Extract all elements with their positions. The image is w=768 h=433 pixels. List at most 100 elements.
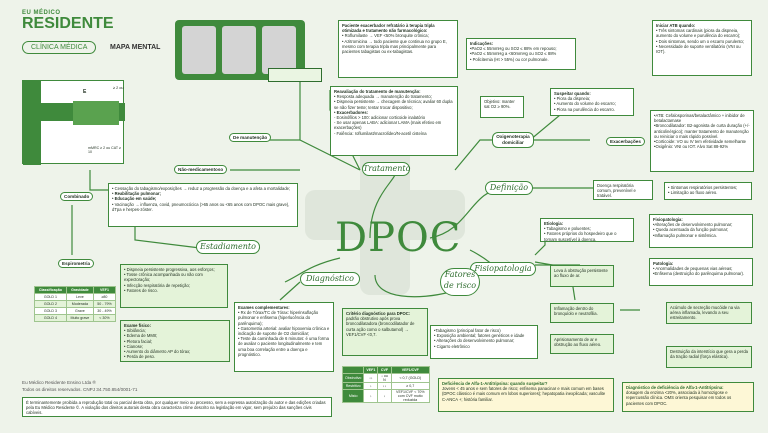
patologia-title: Patologia:: [653, 261, 674, 266]
exame-item: • Pletora facial;: [124, 338, 152, 344]
indicacoes-item: •PaO2 ≤ 55mmHg a <60mmHg ou SO2 ≤ 88%: [470, 51, 557, 57]
gold-header: VEF1: [92, 286, 117, 294]
indicacoes-item: • Policitemia (Ht > 55%) ou cor pulmonal…: [470, 56, 549, 62]
definicao-items-box: • Sintomas respiratórios persistentes; •…: [664, 182, 752, 200]
inhaler-slot-2: [222, 26, 256, 74]
footer-line1: Eu Médico Residente Ensino Ltda ®: [22, 380, 96, 385]
label-exacerb: Exacerbações: [606, 137, 645, 146]
reavaliacao-item: • Dispneia persistente → checagem de téc…: [334, 99, 453, 110]
vef-row: Restritivo↓↓↓≥ 0,7: [341, 382, 431, 390]
definicao-main-box: Doença respiratória comum, prevenível e …: [593, 180, 653, 200]
reavaliacao-item: - Falência: roflumilast/macrolídeo/N-ace…: [334, 130, 427, 136]
suspeitar-item: • Piora na purulência do escarro.: [554, 106, 615, 112]
grid-note: ≥ 2 ou: [113, 86, 124, 90]
exame-item: • Perda de peso.: [124, 354, 156, 360]
nao-med-item: • Educação em saúde;: [112, 196, 157, 202]
sintomas-item: • Fatores de risco.: [124, 287, 158, 293]
vef-header: VEF1/CVF: [390, 366, 431, 374]
estadiamento-grid: E: [22, 80, 125, 165]
alfa1-text: Jovens < 45 anos e sem fatores de risco;…: [442, 386, 606, 402]
label-espirometria: Espirometria: [58, 259, 95, 268]
gold-cell: 50 - 79%: [92, 300, 117, 308]
mech-box-1: Leva à obstrução persistente ao fluxo de…: [550, 265, 614, 287]
alfa1-box: Deficiência de Alfa-1-Antitripsina: quan…: [438, 378, 614, 412]
fisiopatologia-box: Fisiopatologia: •Alterações de desenvolv…: [649, 214, 753, 248]
complementares-item: • Teste da caminhada de 6 minutos: é uma…: [238, 336, 330, 357]
vef-cell: ↓: [363, 389, 379, 403]
inhaler-slot-3: [262, 26, 296, 74]
exame-fisico-box: Exame físico: • Sibilância; • Edema de M…: [120, 320, 230, 362]
footer-disclaimer: É terminantemente proibida a reprodução …: [22, 397, 332, 417]
label-oxigeno: Oxigenoterapia domiciliar: [492, 132, 534, 148]
etiologia-title: Etiologia:: [544, 221, 564, 226]
vef-cell: Obstrutivo: [341, 373, 365, 383]
complementares-item: • Rx de Tórax/TC de Tórax: hiperinsuflaç…: [238, 310, 319, 326]
vef-header: [341, 366, 365, 374]
vef-header: VEF1: [363, 366, 379, 374]
suspeitar-item: • Piora da dispneia;: [554, 96, 591, 102]
exame-item: • Sibilância;: [124, 328, 146, 334]
exame-item: • Cianose;: [124, 343, 144, 349]
center-title: DPOC: [335, 215, 462, 261]
gold-header-row: Classificação Gravidade VEF1: [34, 286, 117, 294]
criterio-text: padrão obstrutivo após prova broncodilat…: [346, 316, 415, 337]
vef-cell: ↓: [377, 389, 392, 403]
definicao-item: • Sintomas respiratórios persistentes;: [668, 185, 738, 190]
gold-cell: GOLD 3: [34, 307, 67, 315]
vef-header-row: VEF1 CVF VEF1/CVF: [341, 366, 431, 374]
node-fisiopatologia: Fisiopatologia: [470, 262, 536, 276]
complementares-item: • Gasometria arterial: avaliar hipoxemia…: [238, 325, 330, 337]
node-estadiamento: Estadiamento: [196, 240, 260, 254]
brand-top: EU MÉDICO: [22, 10, 61, 16]
node-fatores: Fatores de risco: [440, 268, 480, 296]
gold-cell: GOLD 4: [34, 314, 67, 322]
vef-header: CVF: [377, 366, 392, 374]
label-manutencao: De manutenção: [229, 133, 272, 142]
fatores-box: •Tabagismo (principal fator de risco) • …: [430, 325, 538, 359]
reavaliacao-item: • Resposta adequada → manutenção do trat…: [334, 94, 432, 100]
footer-line2: Todos os direitos reservados. CNPJ 34.75…: [22, 387, 138, 392]
sintomas-box: • Dispneia persistente progressiva, aos …: [120, 264, 228, 308]
reavaliacao-box: Reavaliação do tratamento de manutenção:…: [330, 86, 458, 156]
mech-box-4: Aprisionamento de ar e obstrução ao flux…: [550, 334, 614, 354]
exacerbador-item: • Roflumilaste → VEF <50% bronquite crôn…: [342, 33, 429, 39]
vef-cell: ↓ ou N: [377, 373, 392, 383]
vef-cell: < 0,7 (GOLD): [390, 373, 431, 383]
vef-row: Misto↓↓VEF1/CVF < 70% com CVF muito redu…: [341, 389, 431, 403]
fatores-item: • Alterações do desenvolvimento pulmonar…: [434, 338, 515, 344]
vef-cell: ↓↓: [377, 382, 392, 390]
atb-item: • Três sintomas cardinais (piora da disp…: [656, 28, 741, 39]
fatores-item: •Tabagismo (principal fator de risco): [434, 328, 501, 333]
node-diagnostico: Diagnóstico: [300, 272, 360, 286]
indicacoes-title: Indicações:: [470, 41, 494, 46]
alfa1dx-title: Diagnóstico de deficiência de Alfa-1-Ant…: [626, 385, 724, 390]
fatores-item: • Cigarro eletrônico: [434, 343, 470, 349]
exame-title: Exame físico:: [124, 323, 151, 328]
node-tratamento: Tratamento: [362, 162, 410, 176]
grid-mmrc: mMRC ≥ 2 ou CAT ≥ 10: [88, 146, 121, 154]
tratamento-exac-item: •ATB: Cefalosporinas/betalactâmico + ini…: [654, 113, 745, 124]
nao-med-box: • Cessação do tabagismo/exposições → red…: [108, 183, 298, 227]
exacerbador-box: Paciente exacerbador refratário à terapi…: [338, 20, 458, 78]
reavaliacao-item: - Eosinófilos > 100: adicionar corticoid…: [334, 115, 426, 121]
indicacoes-box: Indicações: •PaO2 ≤ 55mmHg ou SO2 ≤ 88% …: [466, 38, 576, 70]
gold-header: Gravidade: [65, 286, 94, 294]
gold-cell: Muito grave: [65, 314, 94, 322]
sintomas-item: • Dispneia persistente progressiva, aos …: [124, 267, 215, 272]
exame-item: • Edema de MMII;: [124, 333, 158, 339]
nao-med-item: • Cessação do tabagismo/exposições → red…: [112, 186, 291, 191]
tratamento-exac-box: •ATB: Cefalosporinas/betalactâmico + ini…: [650, 110, 754, 172]
patologia-box: Patologia: • Anormalidades de pequenas v…: [649, 258, 753, 286]
indicacoes-item: •PaO2 ≤ 55mmHg ou SO2 ≤ 88% em repouso;: [470, 46, 557, 52]
vef-cell: ≥ 0,7: [390, 382, 431, 390]
suspeitar-title: Suspeitar quando:: [554, 91, 591, 96]
etiologia-box: Etiologia: • Tabagismo e poluentes; • Fa…: [540, 218, 634, 242]
vef-cell: VEF1/CVF < 70% com CVF muito reduzida: [390, 389, 431, 403]
criterio-box: Critério diagnóstico para DPOC: padrão o…: [342, 308, 428, 356]
fisiopatologia-item: • Queda acentuada da função pulmonar;: [653, 227, 729, 233]
alfa1dx-box: Diagnóstico de deficiência de Alfa-1-Ant…: [622, 382, 754, 412]
gold-header: Classificação: [34, 286, 67, 294]
